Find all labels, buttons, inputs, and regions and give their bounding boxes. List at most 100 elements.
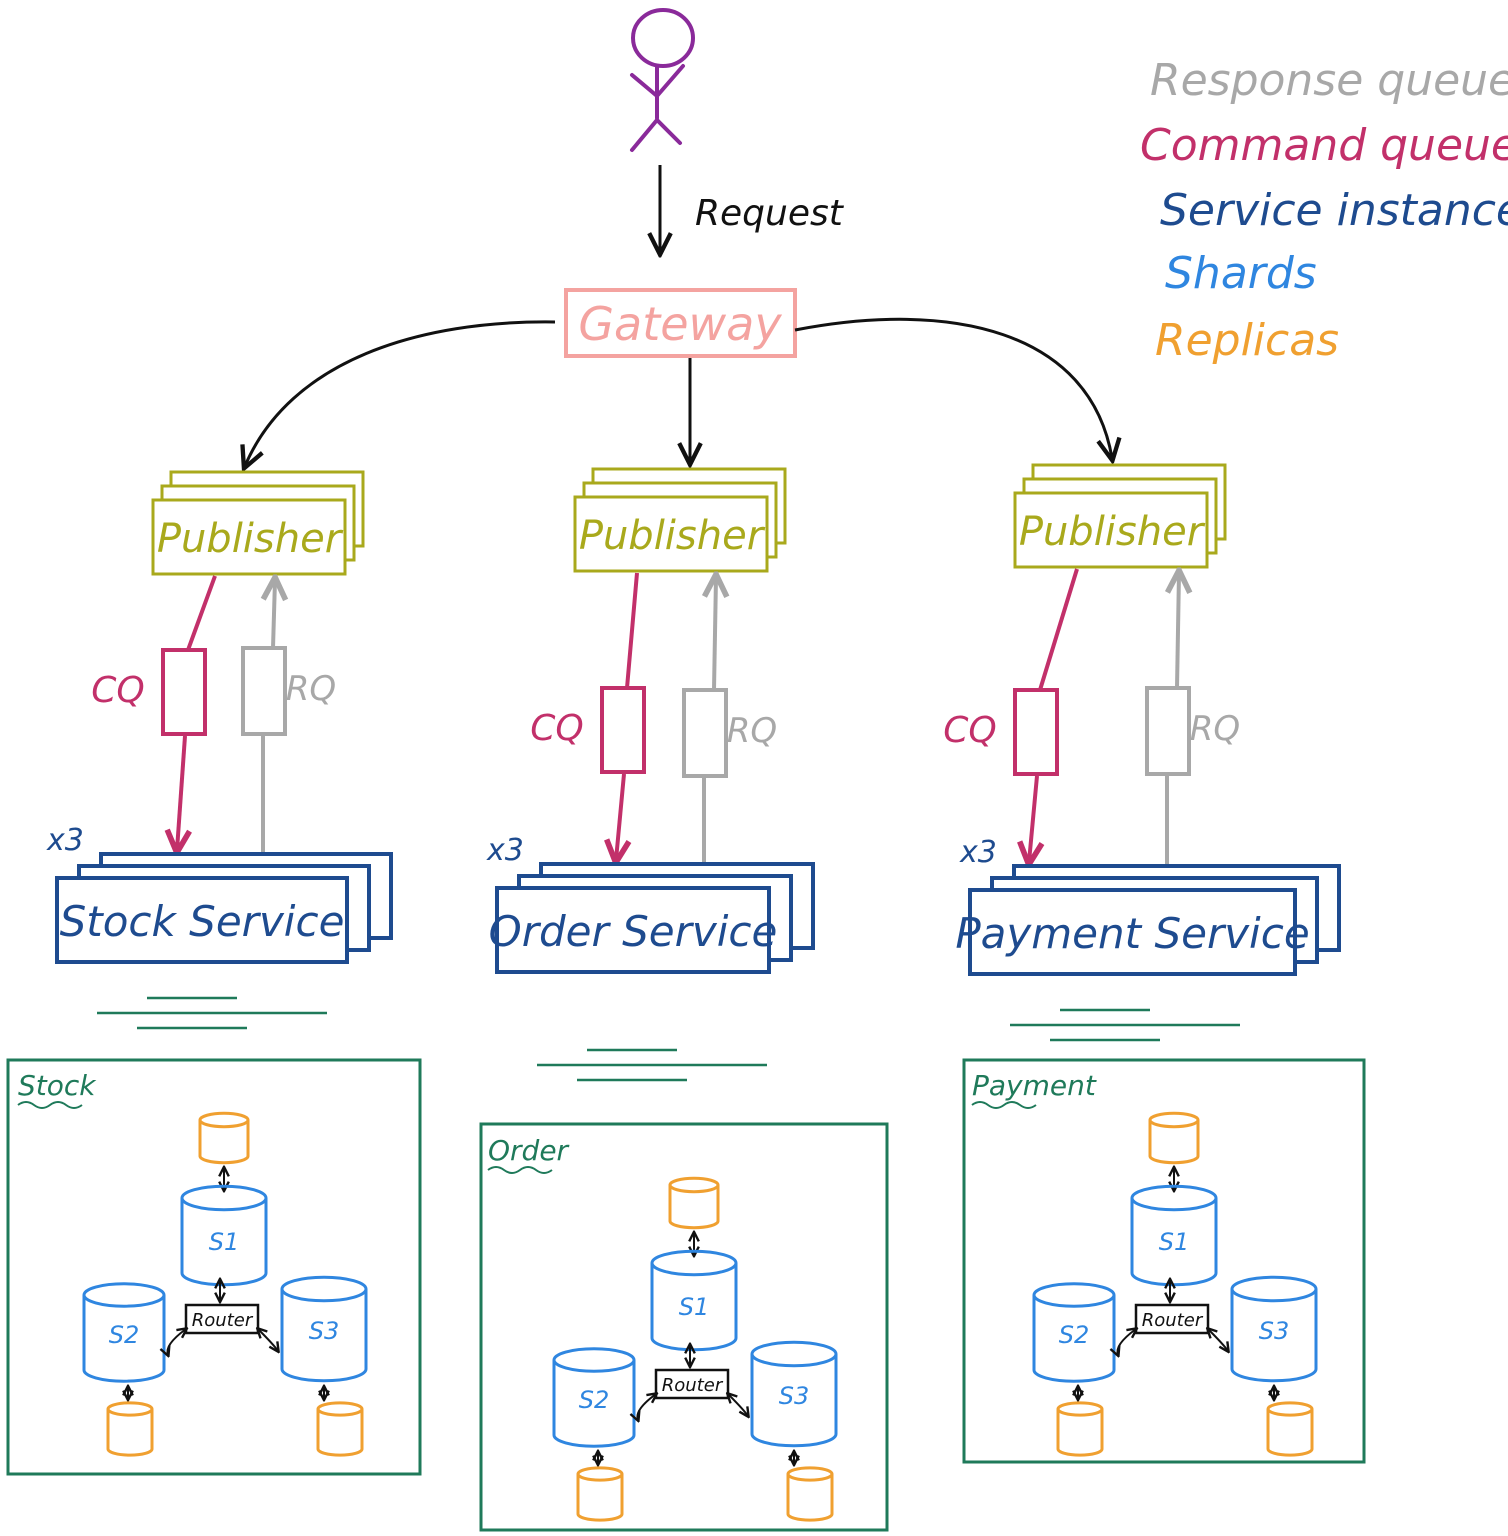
legend-response-queue: Response queue <box>1150 55 1508 106</box>
shard-s3-label: S3 <box>309 1317 340 1345</box>
multiplier-label: x3 <box>486 833 524 868</box>
database-label-underline <box>971 1101 1037 1109</box>
shard-s1-label: S1 <box>1159 1228 1190 1256</box>
service-instance-stack: Stock Service <box>55 852 393 964</box>
service-instance-box <box>495 886 771 974</box>
database-label: Order <box>488 1134 570 1167</box>
router-link <box>1208 1329 1228 1351</box>
rq-label: RQ <box>727 711 777 751</box>
publisher-label: Publisher <box>1019 509 1206 555</box>
legend-command-queue: Command queue <box>1140 120 1508 171</box>
shard-s3 <box>280 1275 368 1383</box>
router-label: Router <box>662 1375 724 1396</box>
shard-s2 <box>1032 1282 1116 1383</box>
router-link <box>637 1394 656 1420</box>
rq-arrow-out <box>714 577 716 691</box>
database-label: Stock <box>18 1069 97 1102</box>
cq-arrow-out <box>1029 775 1037 862</box>
router-label: Router <box>1142 1310 1204 1331</box>
replica-s2 <box>106 1401 154 1457</box>
router-label: Router <box>192 1310 254 1331</box>
service-label: Payment Service <box>955 909 1309 958</box>
replica-s3 <box>316 1401 364 1457</box>
response-queue-box <box>1145 686 1191 776</box>
router-link <box>167 1329 186 1355</box>
request-label: Request <box>695 193 845 234</box>
cq-arrow-out <box>177 735 185 850</box>
legend-service-instances: Service instances <box>1160 185 1508 236</box>
replica-top <box>1148 1111 1200 1165</box>
legend: Response queue Command queue Service ins… <box>1140 55 1508 366</box>
database-box <box>479 1122 889 1532</box>
service-label: Order Service <box>489 907 778 956</box>
router-box <box>184 1303 260 1335</box>
publisher-stack: Publisher <box>1013 463 1227 569</box>
cq-label: CQ <box>943 710 996 751</box>
database-label: Payment <box>972 1069 1097 1102</box>
cq-line-in <box>625 572 639 689</box>
router-box <box>1134 1303 1210 1335</box>
publisher-label: Publisher <box>579 513 766 559</box>
replica-s2 <box>576 1466 624 1522</box>
service-instance-box <box>968 888 1297 976</box>
stick-figure-user-icon <box>630 8 695 152</box>
cq-line-in <box>1038 568 1079 691</box>
router-link <box>258 1329 278 1351</box>
cq-label: CQ <box>91 670 144 711</box>
rq-arrow-out <box>1177 573 1179 689</box>
service-label: Stock Service <box>60 897 345 946</box>
rq-arrow-out <box>273 580 275 649</box>
publisher-box <box>151 498 347 576</box>
response-queue-box <box>241 646 287 736</box>
publisher-box <box>573 495 769 573</box>
shard-s2 <box>552 1347 636 1448</box>
router-link <box>728 1394 748 1416</box>
service-instance-stack: Order Service <box>489 862 815 974</box>
publisher-stack: Publisher <box>151 470 365 576</box>
router-box <box>654 1368 730 1400</box>
gateway-to-payment-arrow <box>794 317 1112 458</box>
replica-s2 <box>1056 1401 1104 1457</box>
command-queue-box <box>1013 688 1059 776</box>
multiplier-label: x3 <box>46 823 84 858</box>
gateway: Gateway <box>564 288 797 358</box>
publisher-stack: Publisher <box>573 467 787 573</box>
rq-label: RQ <box>286 669 336 709</box>
database-label-underline <box>17 1101 83 1109</box>
command-queue-box <box>600 686 646 774</box>
cq-line-in <box>186 575 217 651</box>
shard-s3 <box>1230 1275 1318 1383</box>
shard-s1-label: S1 <box>209 1228 240 1256</box>
database-box <box>6 1058 422 1476</box>
gateway-label: Gateway <box>578 297 782 351</box>
shard-s3 <box>750 1340 838 1448</box>
router-link <box>1117 1329 1136 1355</box>
command-queue-box <box>161 648 207 736</box>
shard-s3-label: S3 <box>779 1382 810 1410</box>
shard-s3-label: S3 <box>1259 1317 1290 1345</box>
shard-s1-label: S1 <box>679 1293 710 1321</box>
response-queue-box <box>682 688 728 778</box>
service-instance-stack: Payment Service <box>955 864 1341 976</box>
cq-arrow-out <box>616 773 624 860</box>
shard-s2 <box>82 1282 166 1383</box>
cq-label: CQ <box>530 708 583 749</box>
database-box <box>962 1058 1366 1464</box>
database-label-underline <box>487 1166 553 1174</box>
legend-replicas: Replicas <box>1155 315 1339 366</box>
multiplier-label: x3 <box>959 835 997 870</box>
gateway-to-stock-arrow <box>245 320 556 466</box>
replica-s3 <box>786 1466 834 1522</box>
shard-s2-label: S2 <box>579 1386 610 1414</box>
shard-s2-label: S2 <box>1059 1321 1090 1349</box>
replica-s3 <box>1266 1401 1314 1457</box>
publisher-label: Publisher <box>157 516 344 562</box>
legend-shards: Shards <box>1165 248 1317 299</box>
